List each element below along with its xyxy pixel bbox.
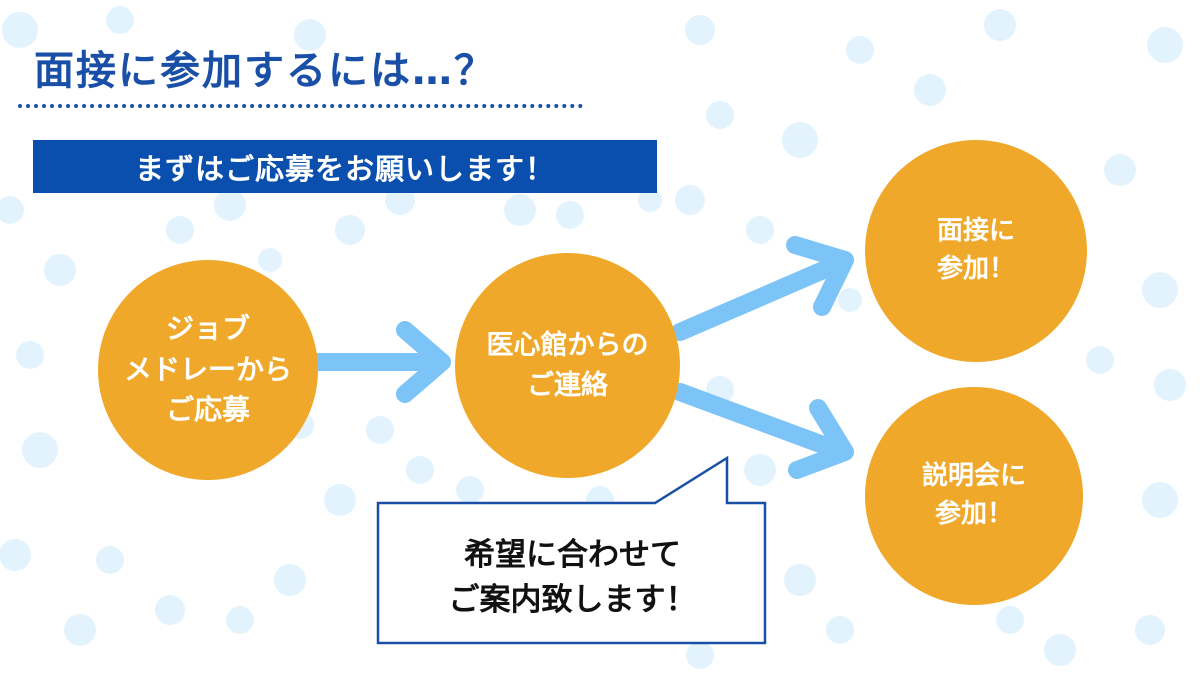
background-dot	[22, 432, 58, 468]
background-dot	[106, 6, 134, 34]
background-dot	[638, 188, 662, 212]
background-dot	[556, 201, 584, 229]
background-dot	[686, 641, 714, 669]
background-dot	[1142, 482, 1178, 518]
background-dot	[324, 484, 356, 516]
callout-bubble	[376, 455, 767, 645]
background-dot	[406, 456, 434, 484]
background-dot	[16, 341, 44, 369]
background-dot	[155, 595, 185, 625]
background-dot	[996, 606, 1024, 634]
background-dot	[2, 12, 38, 48]
background-dot	[366, 416, 394, 444]
arrow-apply-to-contact	[309, 321, 451, 403]
callout-text: 希望に合わせて ご案内致します！	[448, 536, 697, 618]
background-dot	[274, 564, 306, 596]
background-dot	[258, 248, 282, 272]
step-contact-from-ishinkan: 医心館からの ご連絡	[455, 253, 680, 478]
background-dot	[914, 74, 946, 106]
background-dot	[706, 101, 734, 129]
step-apply-jobmedley: ジョブ メドレーから ご応募	[98, 260, 318, 480]
background-dot	[744, 454, 776, 486]
step-attend-interview: 面接に 参加！	[865, 140, 1087, 362]
arrow-contact-to-interview	[671, 236, 854, 341]
background-dot	[0, 539, 31, 571]
background-dot	[1142, 272, 1178, 308]
background-dot	[456, 476, 484, 504]
background-dot	[685, 15, 715, 45]
background-dot	[1154, 369, 1186, 401]
step-attend-briefing: 説明会に 参加！	[865, 387, 1083, 605]
background-dot	[1104, 154, 1136, 186]
background-dot	[226, 606, 254, 634]
background-dot	[1044, 634, 1076, 666]
page-title: 面接に参加するには…？	[34, 48, 496, 94]
background-dot	[96, 546, 124, 574]
background-dot	[826, 616, 854, 644]
background-dot	[1086, 346, 1114, 374]
background-dot	[782, 122, 818, 158]
title-divider	[18, 104, 583, 108]
instruction-banner: まずはご応募をお願いします！	[33, 140, 657, 193]
background-dot	[846, 36, 874, 64]
background-dot	[294, 19, 326, 51]
background-dot	[504, 194, 536, 226]
background-dot	[675, 185, 705, 215]
background-dot	[214, 189, 246, 221]
background-dot	[64, 614, 96, 646]
arrow-contact-to-briefing	[671, 383, 854, 479]
background-dot	[0, 196, 24, 224]
background-dot	[166, 216, 194, 244]
background-dot	[1135, 615, 1165, 645]
background-dot	[1147, 27, 1183, 63]
background-dot	[44, 254, 76, 286]
background-dot	[838, 288, 862, 312]
background-dot	[784, 564, 816, 596]
background-dot	[335, 215, 365, 245]
background-dot	[746, 216, 774, 244]
background-dot	[984, 9, 1016, 41]
